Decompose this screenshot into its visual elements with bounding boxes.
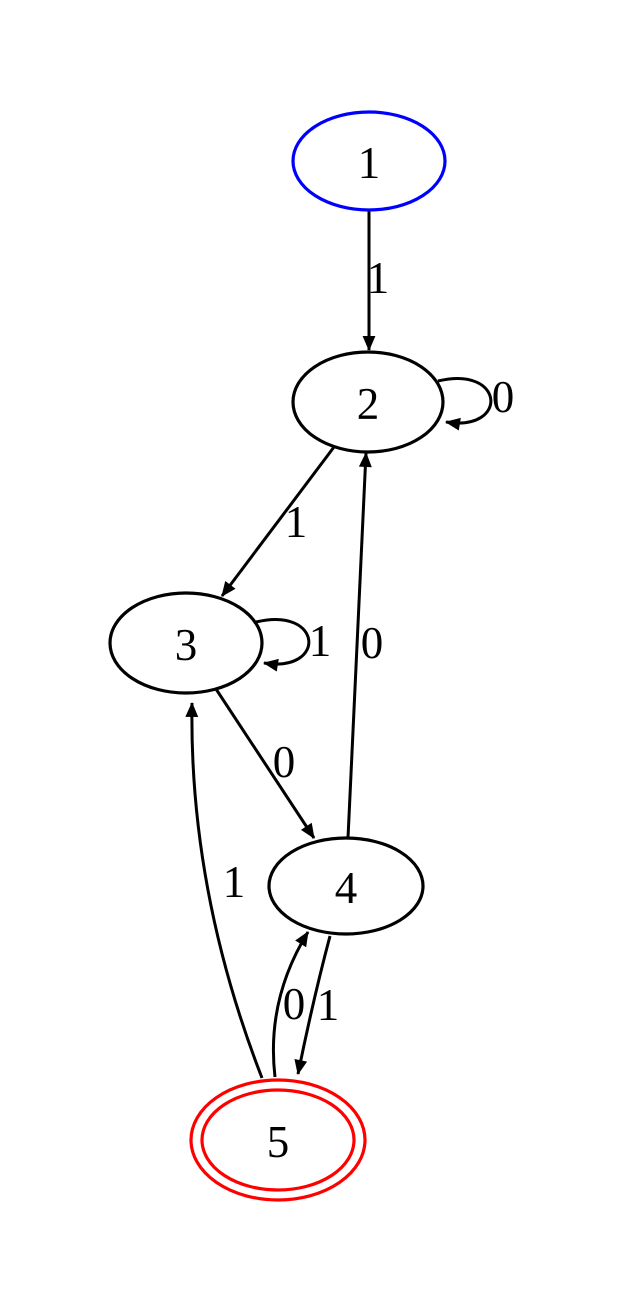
state-outline-3 <box>108 591 264 695</box>
state-label-1: 1 <box>358 138 381 188</box>
state-label-2: 2 <box>357 379 380 429</box>
state-outline-1 <box>291 110 447 212</box>
transition-label-4-2: 0 <box>361 618 384 668</box>
state-outline-2 <box>291 350 445 454</box>
transition-edge-3-3 <box>255 618 311 672</box>
state-label-4: 4 <box>335 863 358 913</box>
state-inner-outline-5 <box>200 1088 356 1192</box>
state-label-3: 3 <box>175 620 198 670</box>
state-node-2: 2 <box>291 350 445 454</box>
transition-edge-2-3 <box>220 446 336 597</box>
transition-edge-5-3 <box>185 701 264 1079</box>
nodes-layer: 1 2 3 4 5 <box>108 110 447 1202</box>
state-label-5: 5 <box>267 1117 290 1167</box>
transition-label-2-2: 0 <box>492 372 515 422</box>
transition-edge-4-5 <box>294 935 332 1076</box>
transition-label-5-3: 1 <box>223 857 246 907</box>
state-node-1: 1 <box>291 110 447 212</box>
transition-label-5-4: 0 <box>283 979 306 1029</box>
transition-label-3-4: 0 <box>273 737 296 787</box>
transition-edge-2-2 <box>437 377 493 431</box>
transition-label-2-3: 1 <box>285 497 308 547</box>
state-outline-4 <box>267 836 425 936</box>
state-node-4: 4 <box>267 836 425 936</box>
transition-edge-3-4 <box>214 688 316 839</box>
transition-label-3-3: 1 <box>309 616 332 666</box>
transition-edge-4-2 <box>346 451 372 839</box>
transition-label-4-5: 1 <box>317 980 340 1030</box>
transition-label-1-2: 1 <box>367 253 390 303</box>
state-node-5: 5 <box>189 1078 367 1202</box>
transition-edge-5-4 <box>271 931 310 1078</box>
state-node-3: 3 <box>108 591 264 695</box>
